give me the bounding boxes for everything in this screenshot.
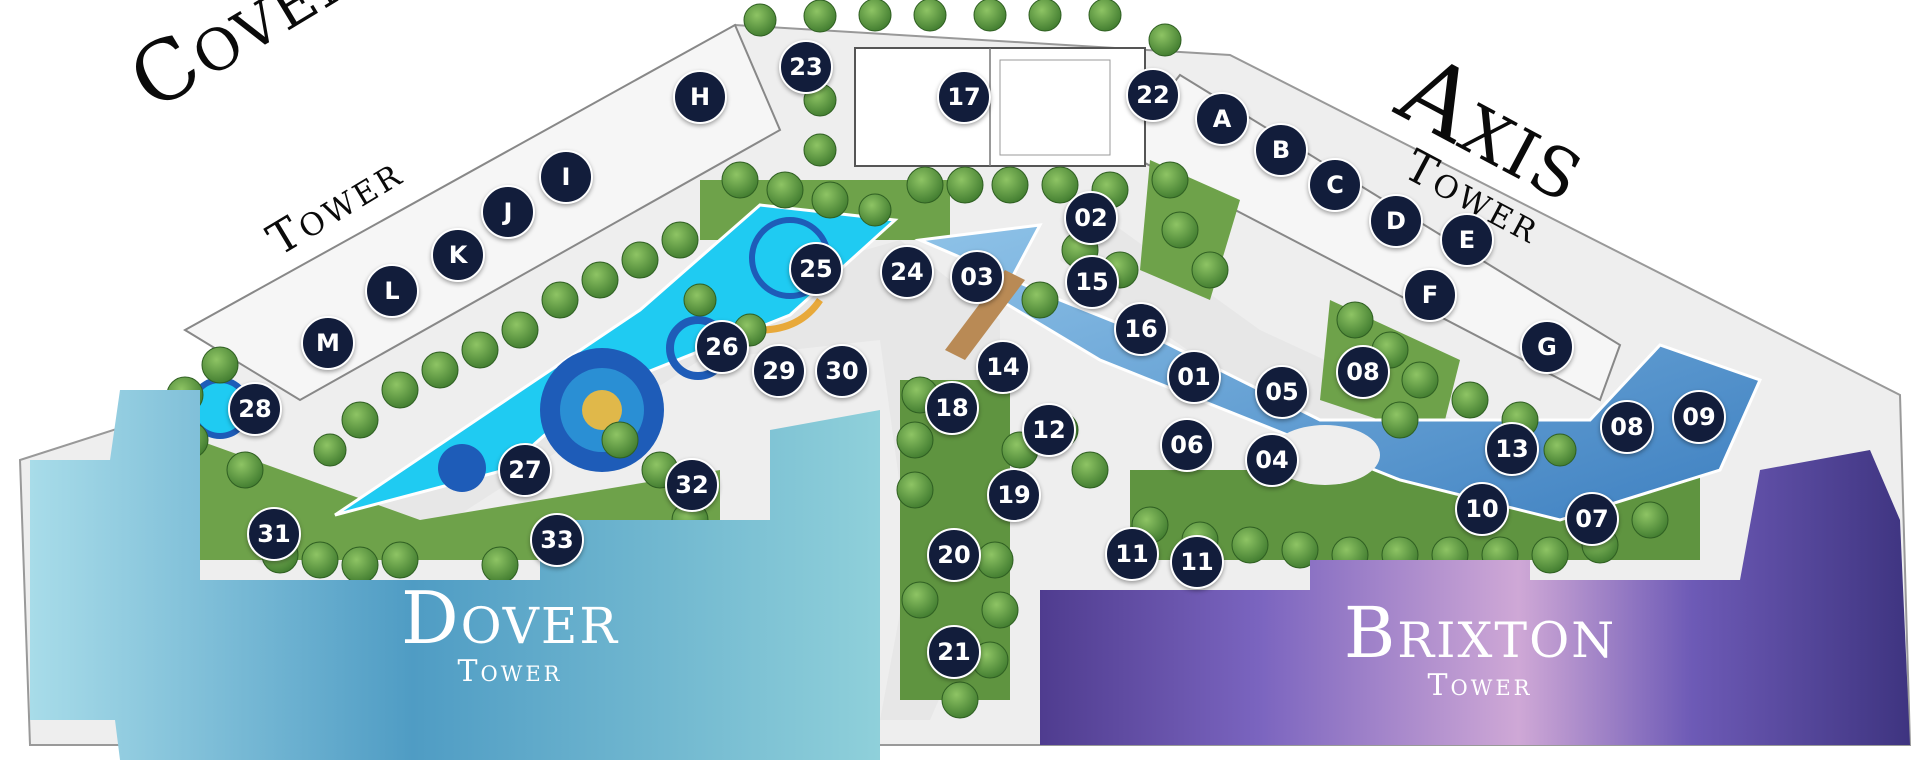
amenity-marker[interactable]: L [365,264,419,318]
dover-tower-name: Dover [400,576,620,660]
amenity-marker[interactable]: K [431,228,485,282]
amenity-marker[interactable]: 03 [950,250,1004,304]
amenity-marker[interactable]: 18 [925,381,979,435]
amenity-marker[interactable]: E [1440,213,1494,267]
amenity-marker[interactable]: 17 [937,70,991,124]
amenity-marker[interactable]: 19 [987,468,1041,522]
amenity-marker[interactable]: 09 [1672,390,1726,444]
amenity-marker[interactable]: A [1195,92,1249,146]
amenity-marker[interactable]: 13 [1485,422,1539,476]
amenity-marker[interactable]: C [1308,158,1362,212]
amenity-marker[interactable]: G [1520,320,1574,374]
amenity-marker[interactable]: 26 [695,320,749,374]
amenity-marker[interactable]: 10 [1455,482,1509,536]
amenity-marker[interactable]: 31 [247,507,301,561]
amenity-marker[interactable]: 27 [498,443,552,497]
amenity-marker[interactable]: 01 [1167,350,1221,404]
amenity-marker[interactable]: 15 [1065,255,1119,309]
brixton-tower-block [1040,450,1910,745]
amenity-marker[interactable]: 02 [1064,191,1118,245]
brixton-tower-sub: Tower [1427,668,1533,703]
brixton-tower-name: Brixton [1343,592,1617,674]
dover-tower-label: Dover Tower [360,582,660,689]
amenity-marker[interactable]: 30 [815,344,869,398]
amenity-marker[interactable]: 06 [1160,418,1214,472]
amenity-marker[interactable]: I [539,150,593,204]
amenity-marker[interactable]: 14 [976,340,1030,394]
amenity-marker[interactable]: 32 [665,458,719,512]
amenity-marker[interactable]: 05 [1255,365,1309,419]
amenity-marker[interactable]: 23 [779,40,833,94]
amenity-marker[interactable]: 29 [752,344,806,398]
amenity-marker[interactable]: H [673,70,727,124]
amenity-marker[interactable]: J [481,185,535,239]
dover-tower-sub: Tower [457,654,563,689]
amenity-marker[interactable]: 11 [1105,527,1159,581]
amenity-marker[interactable]: 08 [1600,400,1654,454]
brixton-tower-label: Brixton Tower [1300,598,1660,703]
amenity-marker[interactable]: 21 [927,625,981,679]
amenity-marker[interactable]: 08 [1336,345,1390,399]
amenity-marker[interactable]: 04 [1245,433,1299,487]
amenity-marker[interactable]: 07 [1565,492,1619,546]
amenity-marker[interactable]: 20 [927,528,981,582]
amenity-marker[interactable]: 28 [228,382,282,436]
amenity-marker[interactable]: 16 [1114,302,1168,356]
amenity-marker[interactable]: 24 [880,245,934,299]
amenity-marker[interactable]: B [1254,123,1308,177]
dover-tower-block [30,390,880,760]
amenity-marker[interactable]: 25 [789,242,843,296]
amenity-marker[interactable]: 33 [530,513,584,567]
amenity-marker[interactable]: 22 [1126,68,1180,122]
amenity-marker[interactable]: 12 [1022,403,1076,457]
amenity-marker[interactable]: M [301,316,355,370]
amenity-marker[interactable]: D [1369,194,1423,248]
amenity-marker[interactable]: 11 [1170,535,1224,589]
amenity-marker[interactable]: F [1403,268,1457,322]
